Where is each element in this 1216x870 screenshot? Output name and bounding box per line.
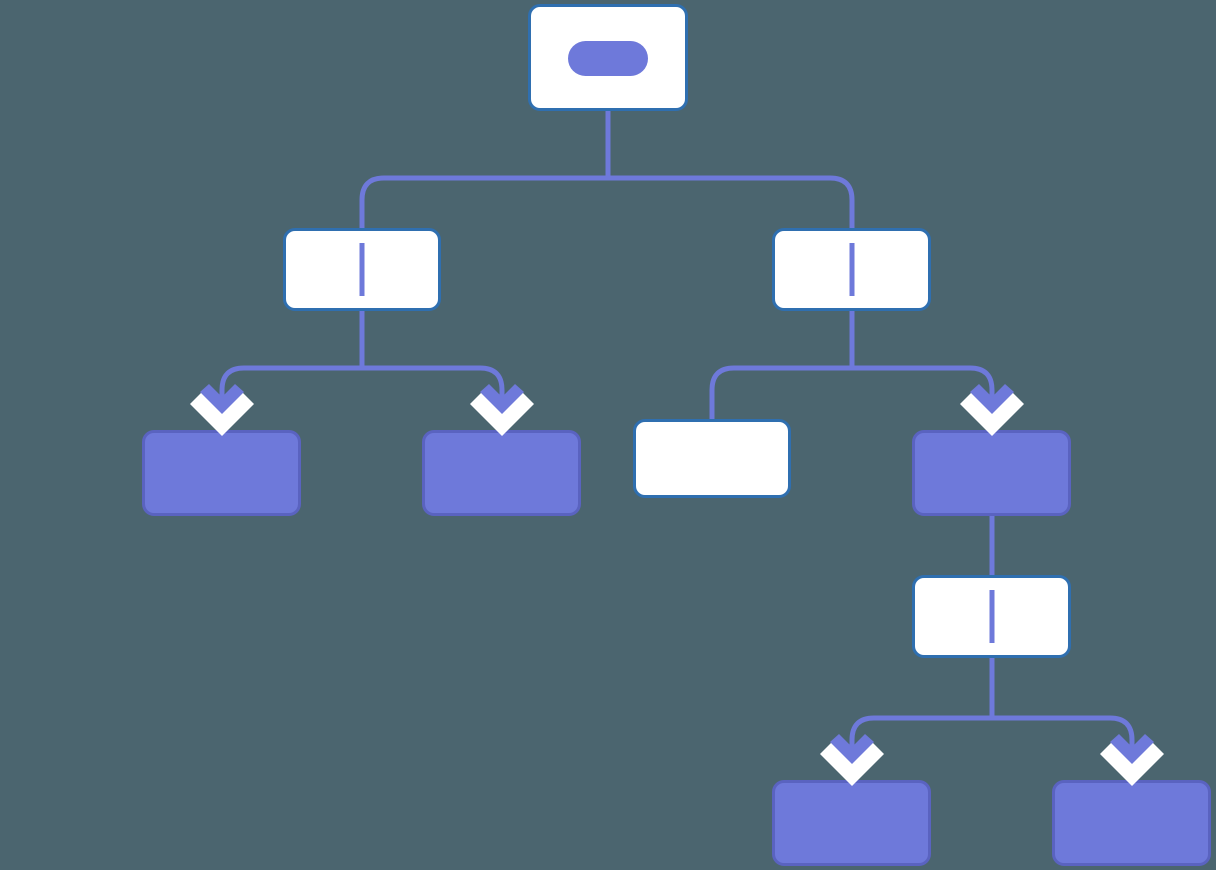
level4-leaf-a[interactable] <box>772 780 931 866</box>
level2-leaf-b[interactable] <box>422 430 581 516</box>
level2-branch-node[interactable] <box>912 430 1071 516</box>
level1-left-node[interactable] <box>283 228 441 311</box>
level2-white-node[interactable] <box>633 419 791 498</box>
edge-root-to-level1-right <box>608 175 855 228</box>
level2-leaf-a[interactable] <box>142 430 301 516</box>
level3-white-node[interactable] <box>912 575 1071 658</box>
edge-level1-right-to-white <box>709 365 852 419</box>
level4-leaf-b[interactable] <box>1052 780 1211 866</box>
edge-root-to-level1-left <box>359 175 608 228</box>
level1-right-node[interactable] <box>772 228 931 311</box>
root-pill-badge <box>568 41 648 76</box>
